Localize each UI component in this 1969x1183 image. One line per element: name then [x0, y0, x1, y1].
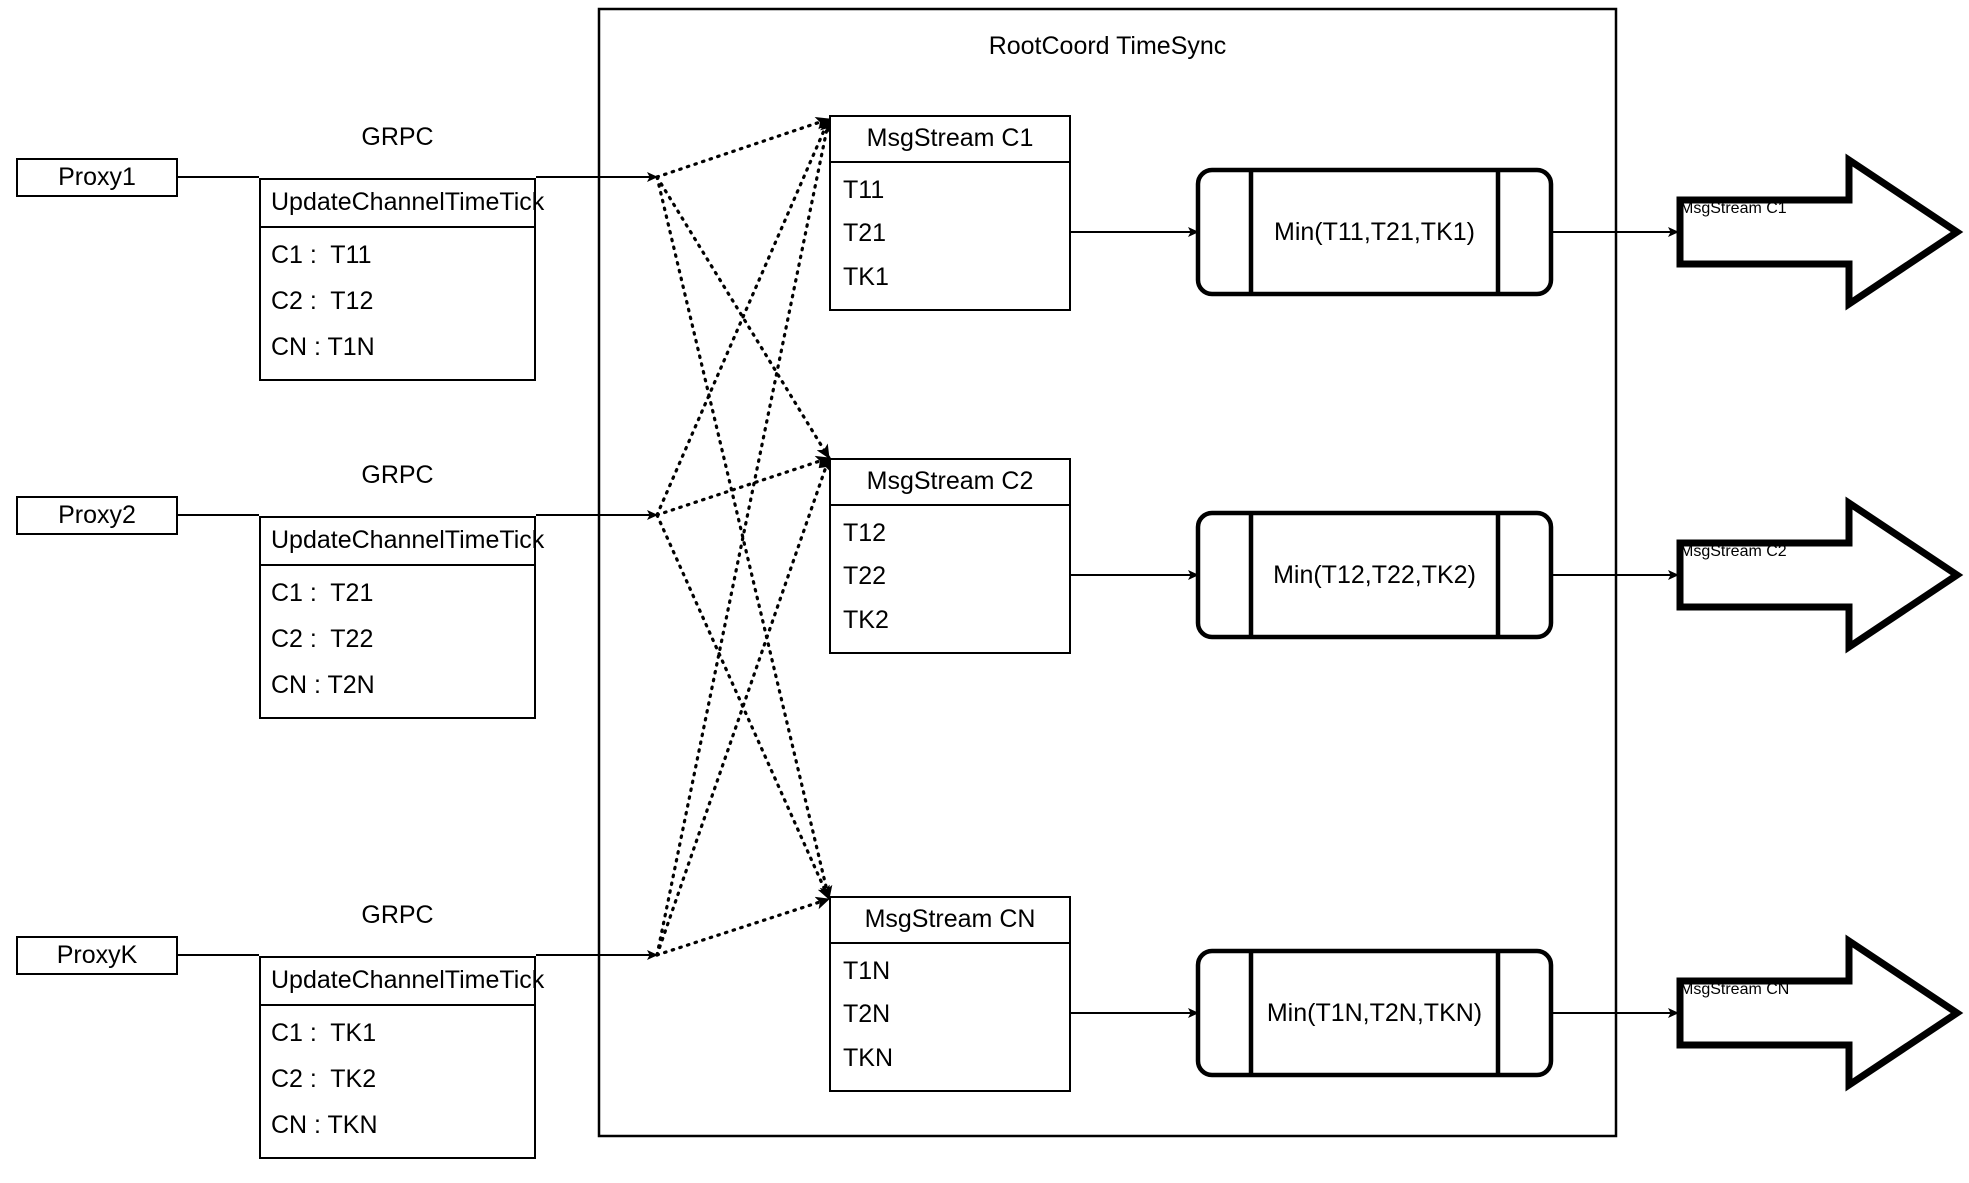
- edge-pk-c1: [655, 117, 833, 957]
- tick-row: C1 : T21: [271, 578, 374, 607]
- update-channel-timetick-box-1: UpdateChannelTimeTick C1 : T11 C2 : T12 …: [259, 178, 544, 381]
- grpc-label-1: GRPC: [361, 123, 434, 151]
- msgstream-ticks-cn: T1N T2N TKN: [831, 944, 1069, 1090]
- tick-box-title-1: UpdateChannelTimeTick: [261, 180, 544, 228]
- msgstream-box-c1: MsgStream C1 T11 T21 TK1: [829, 115, 1071, 311]
- list-item: TK2: [843, 605, 889, 634]
- proxy-label-k: ProxyK: [56, 941, 138, 969]
- edge-p2-c2: [655, 455, 831, 517]
- tick-row: CN : T2N: [271, 671, 375, 700]
- update-channel-timetick-box-k: UpdateChannelTimeTick C1 : TK1 C2 : TK2 …: [259, 956, 544, 1159]
- min-label-text: Min(T11,T21,TK1): [1274, 217, 1475, 246]
- edge-p1-cn: [655, 175, 833, 901]
- proxy-box-1[interactable]: Proxy1: [16, 158, 178, 197]
- edge-pk-c2: [655, 456, 831, 957]
- output-arrow-label-wrap-c1: MsgStream C1: [1680, 200, 1890, 264]
- rootcoord-container-title: RootCoord TimeSync: [988, 32, 1227, 60]
- min-process-label-c2: Min(T12,T22,TK2): [1251, 513, 1498, 637]
- output-arrow-label-wrap-cn: MsgStream CN: [1680, 981, 1890, 1045]
- list-item: TKN: [843, 1043, 893, 1072]
- grpc-label-2: GRPC: [361, 461, 434, 489]
- min-label-text: Min(T1N,T2N,TKN): [1266, 998, 1483, 1027]
- proxy-label-2: Proxy2: [58, 501, 136, 529]
- tick-row: C1 : T11: [271, 240, 372, 269]
- list-item: T1N: [843, 957, 891, 986]
- list-item: T22: [843, 562, 887, 591]
- tick-row: C2 : T12: [271, 286, 374, 315]
- min-process-label-c1: Min(T11,T21,TK1): [1251, 170, 1498, 294]
- tick-row: C2 : TK2: [271, 1064, 377, 1093]
- output-arrow-label-c2: MsgStream C2: [1680, 543, 1787, 560]
- tick-box-title-2: UpdateChannelTimeTick: [261, 518, 544, 566]
- msgstream-title-c1: MsgStream C1: [831, 117, 1069, 163]
- tick-row: C2 : T22: [271, 624, 374, 653]
- proxy-box-2[interactable]: Proxy2: [16, 496, 178, 535]
- proxy-label-1: Proxy1: [58, 163, 136, 191]
- list-item: T2N: [843, 1000, 891, 1029]
- msgstream-title-cn: MsgStream CN: [831, 898, 1069, 944]
- grpc-label-k: GRPC: [361, 901, 434, 929]
- msgstream-ticks-c2: T12 T22 TK2: [831, 506, 1069, 652]
- timetick-fanout-edges: [655, 116, 833, 957]
- list-item: TK1: [843, 262, 889, 291]
- output-arrow-label-cn: MsgStream CN: [1680, 981, 1790, 998]
- min-label-text: Min(T12,T22,TK2): [1273, 560, 1476, 589]
- update-channel-timetick-box-2: UpdateChannelTimeTick C1 : T21 C2 : T22 …: [259, 516, 544, 719]
- list-item: T12: [843, 519, 887, 548]
- list-item: T11: [843, 176, 885, 205]
- tick-box-rows-1: C1 : T11 C2 : T12 CN : T1N: [261, 228, 534, 379]
- edge-p1-c1: [655, 116, 831, 179]
- output-arrow-label-wrap-c2: MsgStream C2: [1680, 543, 1890, 607]
- edge-p1-c2: [655, 175, 831, 460]
- edge-p2-cn: [655, 513, 831, 901]
- tick-row: C1 : TK1: [271, 1018, 377, 1047]
- msgstream-box-cn: MsgStream CN T1N T2N TKN: [829, 896, 1071, 1092]
- tick-box-title-k: UpdateChannelTimeTick: [261, 958, 544, 1006]
- tick-box-rows-k: C1 : TK1 C2 : TK2 CN : TKN: [261, 1006, 534, 1157]
- output-block-arrows: [1676, 153, 1964, 1092]
- msgstream-title-c2: MsgStream C2: [831, 460, 1069, 506]
- tick-row: CN : T1N: [271, 333, 375, 362]
- output-arrow-label-c1: MsgStream C1: [1680, 200, 1787, 217]
- list-item: T21: [843, 219, 887, 248]
- min-process-label-cn: Min(T1N,T2N,TKN): [1251, 951, 1498, 1075]
- tick-box-rows-2: C1 : T21 C2 : T22 CN : T2N: [261, 566, 534, 717]
- msgstream-box-c2: MsgStream C2 T12 T22 TK2: [829, 458, 1071, 654]
- proxy-box-k[interactable]: ProxyK: [16, 936, 178, 975]
- edge-pk-cn: [655, 896, 831, 957]
- edge-p2-c1: [655, 117, 831, 517]
- msgstream-ticks-c1: T11 T21 TK1: [831, 163, 1069, 309]
- tick-row: CN : TKN: [271, 1111, 378, 1140]
